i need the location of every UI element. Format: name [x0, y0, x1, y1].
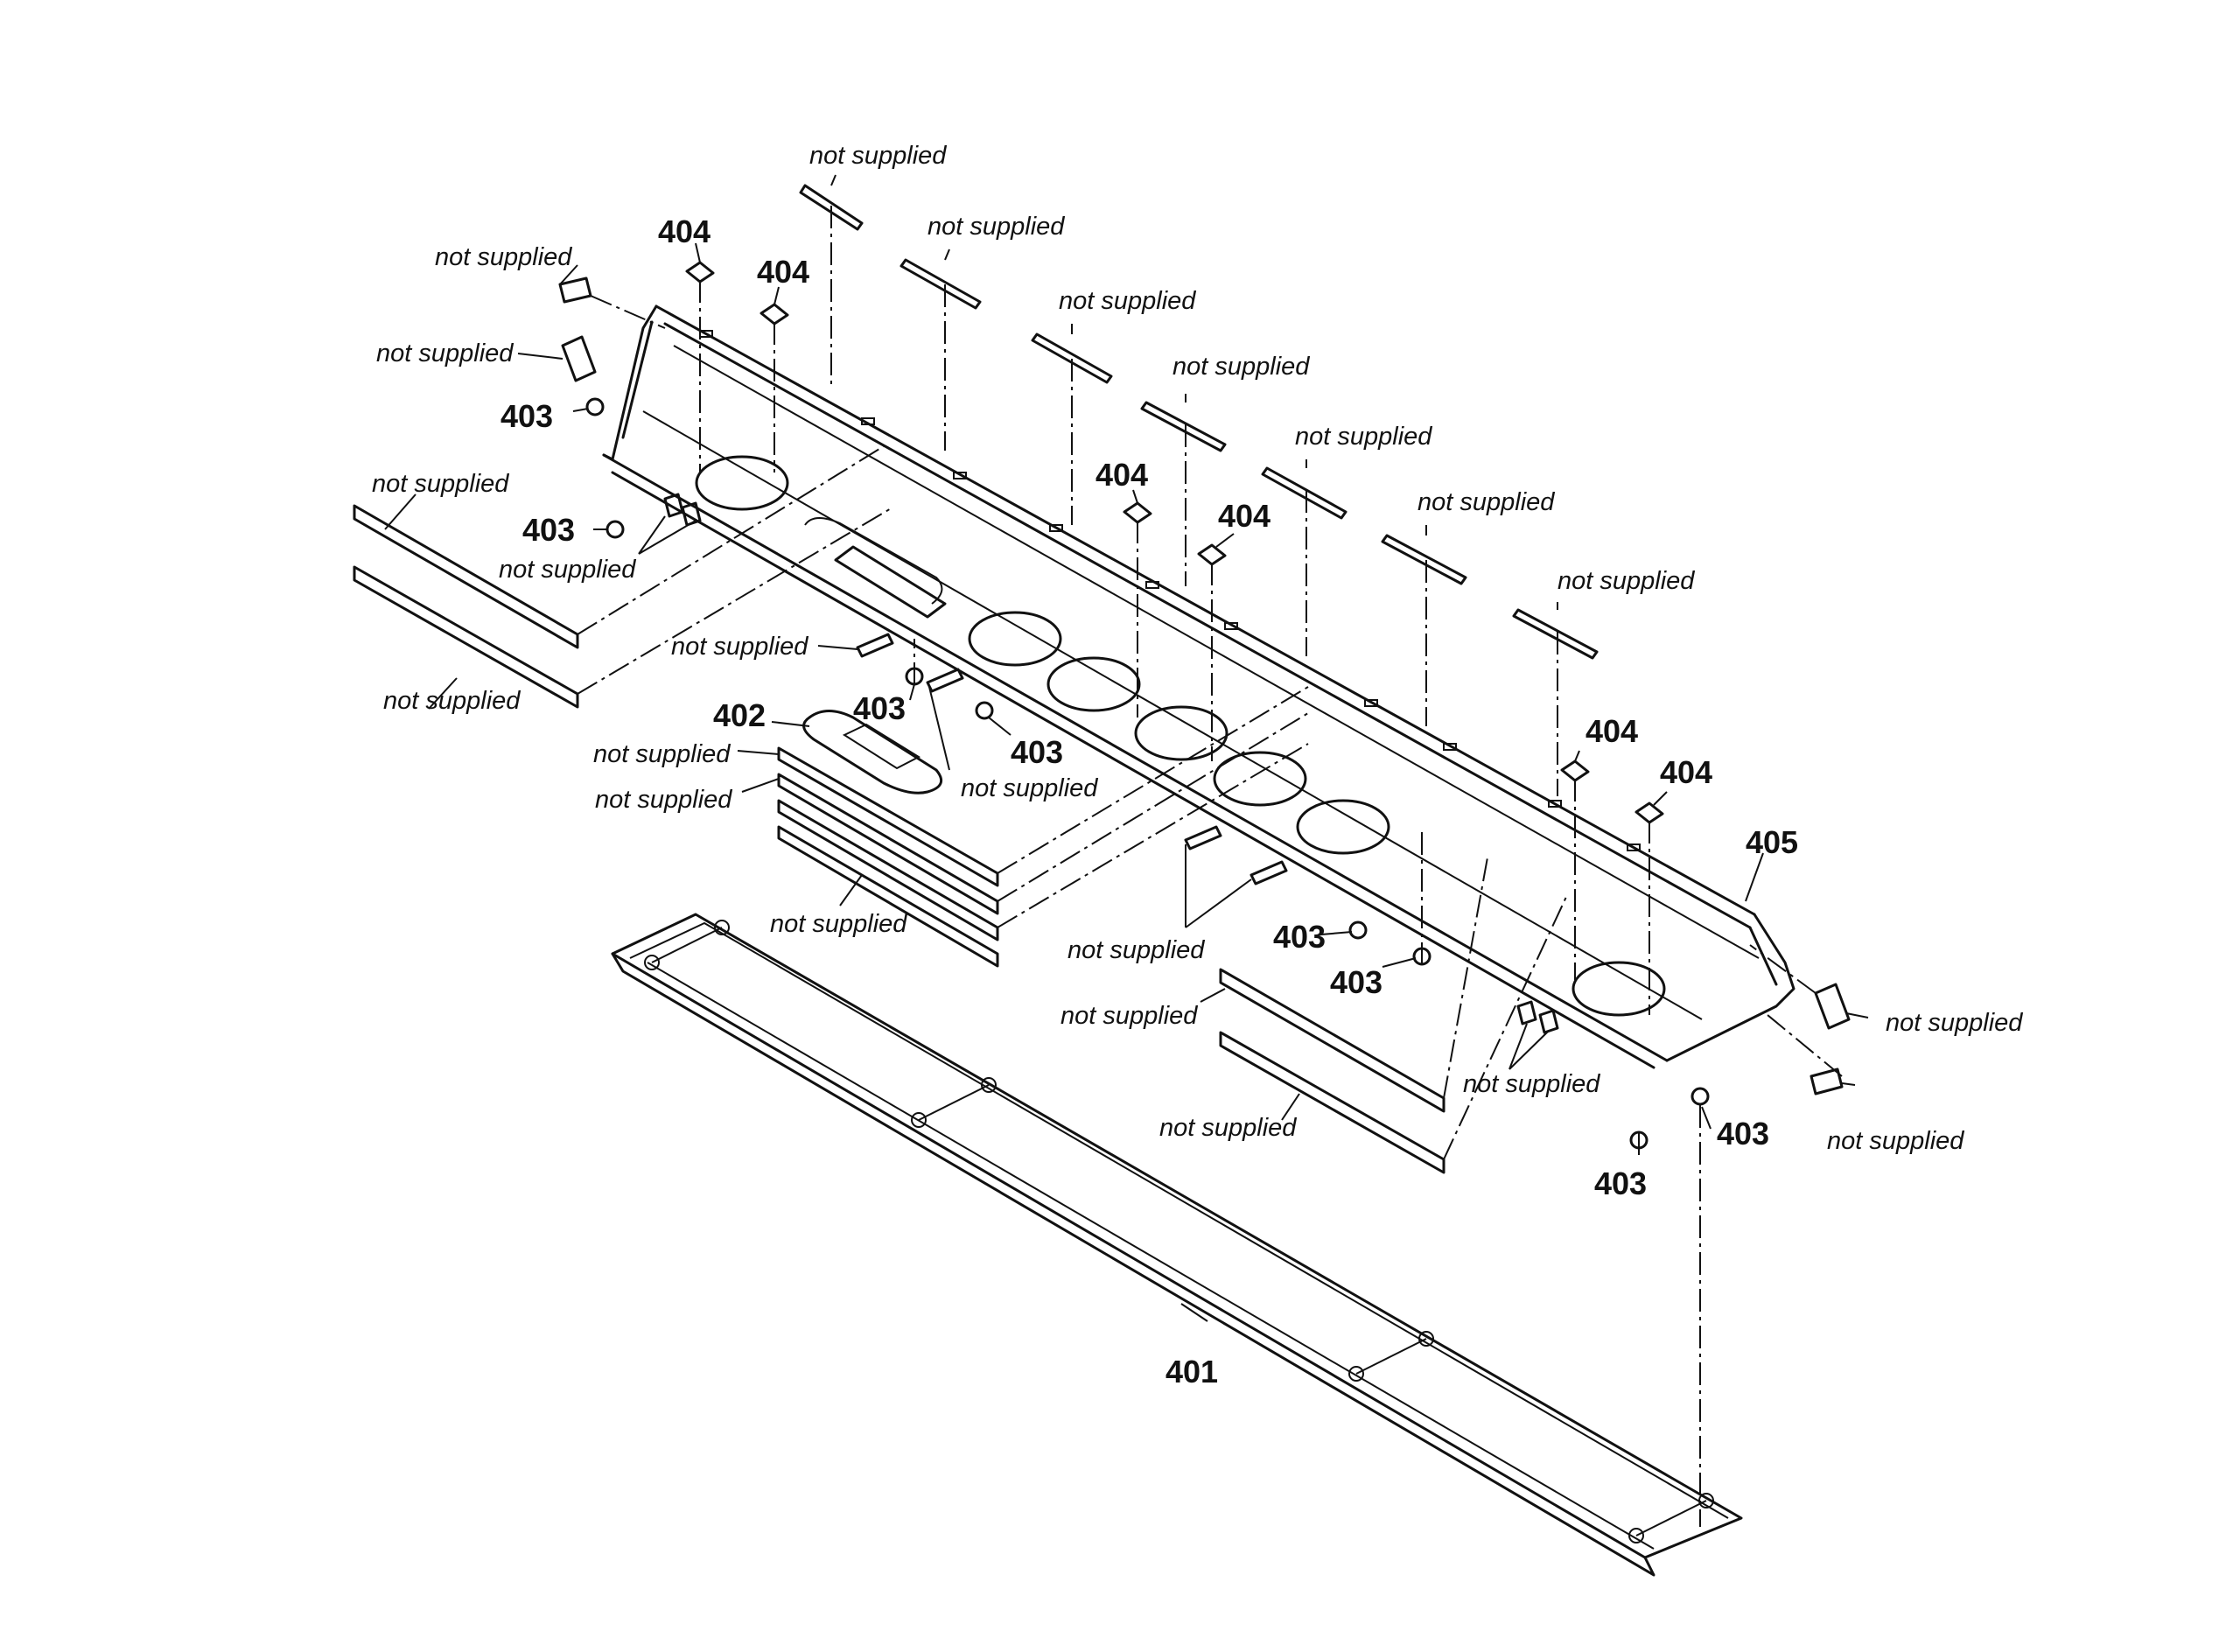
not-supplied-label: not supplied	[499, 556, 636, 584]
leader-lines	[384, 174, 1869, 1322]
clip-404-group	[685, 261, 1664, 824]
part-number-403: 403	[1717, 1116, 1769, 1152]
not-supplied-label: not supplied	[671, 633, 808, 661]
adhesive-strips	[353, 184, 1851, 1174]
not-supplied-label: not supplied	[1418, 488, 1555, 516]
not-supplied-label: not supplied	[1060, 1002, 1198, 1030]
part-number-405: 405	[1746, 824, 1798, 860]
not-supplied-label: not supplied	[593, 740, 731, 768]
not-supplied-label: not supplied	[1172, 353, 1310, 381]
not-supplied-label: not supplied	[376, 340, 514, 368]
part-number-404: 404	[757, 254, 809, 290]
alignment-lines	[577, 206, 1843, 1527]
not-supplied-label: not supplied	[928, 213, 1065, 241]
part-number-403: 403	[1011, 734, 1063, 770]
part-number-403: 403	[522, 512, 575, 548]
not-supplied-label: not supplied	[435, 243, 572, 271]
not-supplied-label: not supplied	[595, 786, 732, 814]
not-supplied-label: not supplied	[1463, 1070, 1600, 1098]
part-number-403: 403	[853, 690, 906, 726]
part-number-403: 403	[500, 398, 553, 434]
not-supplied-label: not supplied	[961, 774, 1098, 802]
not-supplied-label: not supplied	[770, 910, 907, 938]
not-supplied-label: not supplied	[1068, 936, 1205, 964]
callout-labels: not supplied not supplied not supplied n…	[372, 142, 2023, 1390]
not-supplied-label: not supplied	[1059, 287, 1196, 315]
part-number-402: 402	[713, 697, 766, 733]
not-supplied-label: not supplied	[372, 470, 509, 498]
part-number-404: 404	[658, 214, 710, 249]
window-cover-402	[802, 710, 943, 794]
not-supplied-label: not supplied	[1159, 1114, 1297, 1142]
main-frame-405	[602, 304, 1796, 1069]
part-number-403: 403	[1273, 919, 1326, 955]
part-number-404: 404	[1586, 713, 1638, 749]
not-supplied-label: not supplied	[383, 687, 521, 715]
part-number-403: 403	[1330, 964, 1382, 1000]
not-supplied-label: not supplied	[1886, 1009, 2023, 1037]
part-number-404: 404	[1096, 457, 1148, 493]
not-supplied-label: not supplied	[1295, 423, 1432, 451]
part-number-404: 404	[1660, 754, 1712, 790]
part-number-403: 403	[1594, 1166, 1647, 1201]
not-supplied-label: not supplied	[809, 142, 947, 170]
part-number-404: 404	[1218, 498, 1270, 534]
bottom-rail-401	[611, 913, 1743, 1577]
not-supplied-label: not supplied	[1558, 567, 1695, 595]
not-supplied-label: not supplied	[1827, 1127, 1964, 1155]
part-number-401: 401	[1166, 1354, 1218, 1390]
